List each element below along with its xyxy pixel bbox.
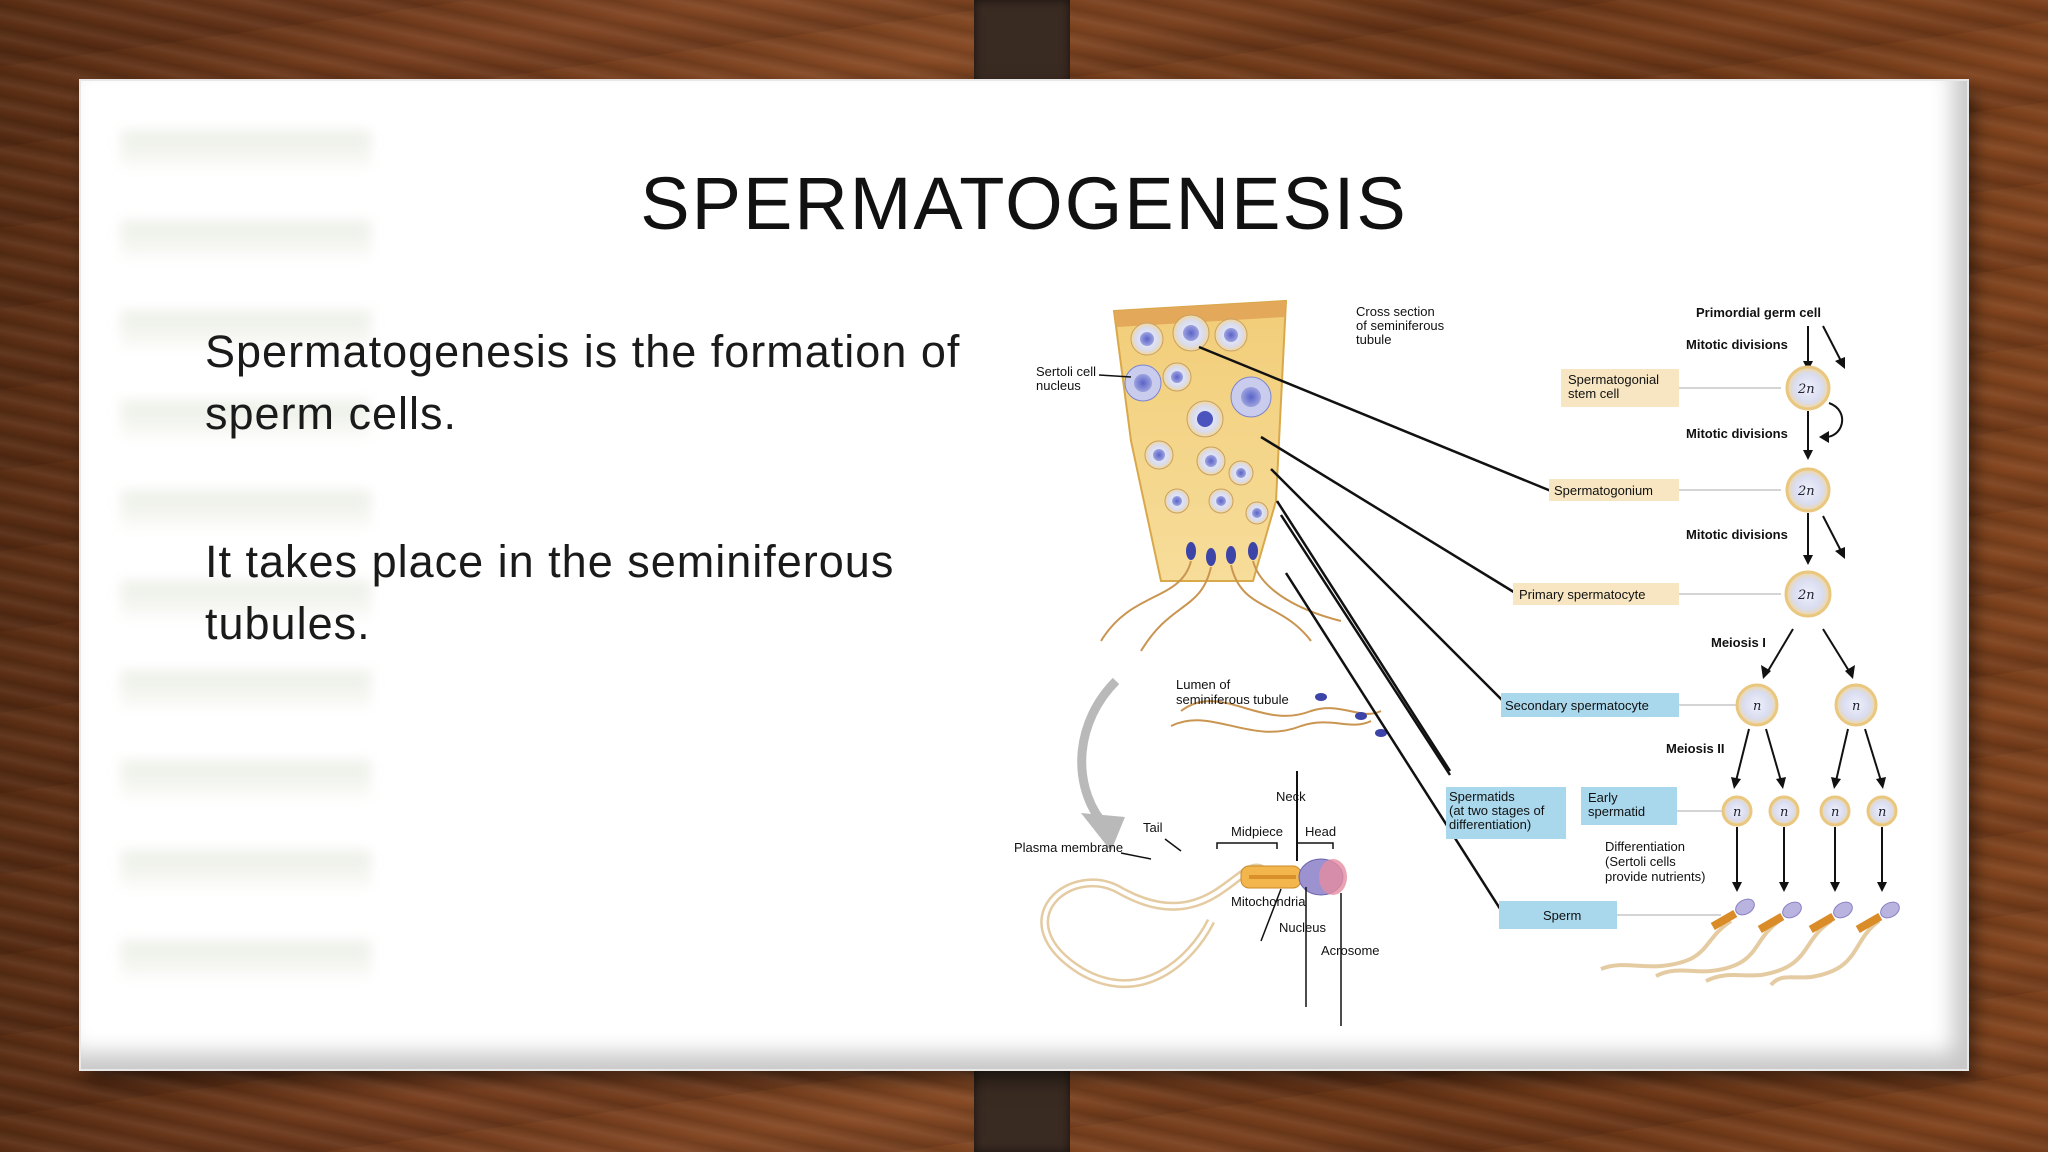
slide: SPERMATOGENESIS Spermatogenesis is the f… (81, 81, 1967, 1069)
nucleus-label: Nucleus (1279, 920, 1326, 935)
wood-post-top (974, 0, 1070, 86)
svg-text:2n: 2n (1797, 588, 1815, 603)
stem-cell-label-2: stem cell (1568, 386, 1619, 401)
wood-post-bottom (974, 1066, 1070, 1152)
meiosis1-label: Meiosis I (1711, 635, 1766, 650)
mitotic-label-3: Mitotic divisions (1686, 527, 1788, 542)
connector-lines (1198, 345, 1552, 916)
cross-section-label: Cross section of seminiferous tubule (1356, 304, 1445, 347)
slide-title: SPERMATOGENESIS (640, 162, 1408, 245)
neck-label: Neck (1276, 789, 1306, 804)
svg-text:n: n (1753, 699, 1761, 714)
spermatids-label-1: Spermatids (1449, 789, 1515, 804)
svg-text:seminiferous tubule: seminiferous tubule (1176, 692, 1289, 707)
spermatids-label-2: (at two stages of (1449, 803, 1545, 818)
svg-text:nucleus: nucleus (1036, 378, 1081, 393)
mitochondria-label: Mitochondria (1231, 894, 1306, 909)
sperm-detail (1040, 771, 1347, 1026)
differentiation-label-3: provide nutrients) (1605, 869, 1705, 884)
curved-arrow-head-icon (1081, 813, 1125, 851)
differentiation-label-2: (Sertoli cells (1605, 854, 1676, 869)
svg-text:Sertoli cell: Sertoli cell (1036, 364, 1096, 379)
mitotic-label-2: Mitotic divisions (1686, 426, 1788, 441)
sperm-tails-lumen (1100, 560, 1382, 733)
sperm-label: Sperm (1543, 908, 1581, 923)
head-label: Head (1305, 824, 1336, 839)
stem-cell-label-1: Spermatogonial (1568, 372, 1659, 387)
paragraph-definition: Spermatogenesis is the formation of sper… (205, 326, 961, 439)
paragraph-location: It takes place in the seminiferous tubul… (205, 536, 895, 649)
mature-sperm-row (1600, 898, 1900, 987)
spermatogonium-label: Spermatogonium (1554, 483, 1653, 498)
svg-text:Cross section: Cross section (1356, 304, 1435, 319)
plasma-membrane-label: Plasma membrane (1014, 840, 1123, 855)
svg-text:tubule: tubule (1356, 332, 1391, 347)
primary-spermatocyte-label: Primary spermatocyte (1519, 587, 1645, 602)
svg-text:of seminiferous: of seminiferous (1356, 318, 1445, 333)
germ-cells (1124, 314, 1272, 566)
midpiece-label: Midpiece (1231, 824, 1283, 839)
svg-text:n: n (1878, 805, 1886, 820)
early-spermatid-label-2: spermatid (1588, 804, 1645, 819)
secondary-spermatocyte-label: Secondary spermatocyte (1505, 698, 1649, 713)
acrosome-label: Acrosome (1321, 943, 1380, 958)
sertoli-label: Sertoli cell nucleus (1036, 364, 1132, 393)
svg-text:2n: 2n (1797, 382, 1815, 397)
lumen-label: Lumen of seminiferous tubule (1176, 677, 1289, 707)
svg-text:n: n (1831, 805, 1839, 820)
tubule-wedge (1100, 299, 1387, 737)
svg-text:n: n (1852, 699, 1860, 714)
svg-text:n: n (1780, 805, 1788, 820)
svg-text:2n: 2n (1797, 484, 1815, 499)
stage-column: Primordial germ cell Mitotic divisions S… (1446, 305, 1900, 987)
early-spermatid-label-1: Early (1588, 790, 1618, 805)
spermatids-label-3: differentiation) (1449, 817, 1531, 832)
primordial-label: Primordial germ cell (1696, 305, 1821, 320)
svg-text:n: n (1733, 805, 1741, 820)
spermatogenesis-diagram: Cross section of seminiferous tubule Ser… (1014, 299, 1900, 1026)
svg-text:Lumen of: Lumen of (1176, 677, 1231, 692)
curved-arrow-icon (1077, 677, 1120, 824)
mitotic-label-1: Mitotic divisions (1686, 337, 1788, 352)
meiosis2-label: Meiosis II (1666, 741, 1725, 756)
tail-label: Tail (1143, 820, 1163, 835)
decorative-stripes (121, 131, 371, 1031)
differentiation-label-1: Differentiation (1605, 839, 1685, 854)
